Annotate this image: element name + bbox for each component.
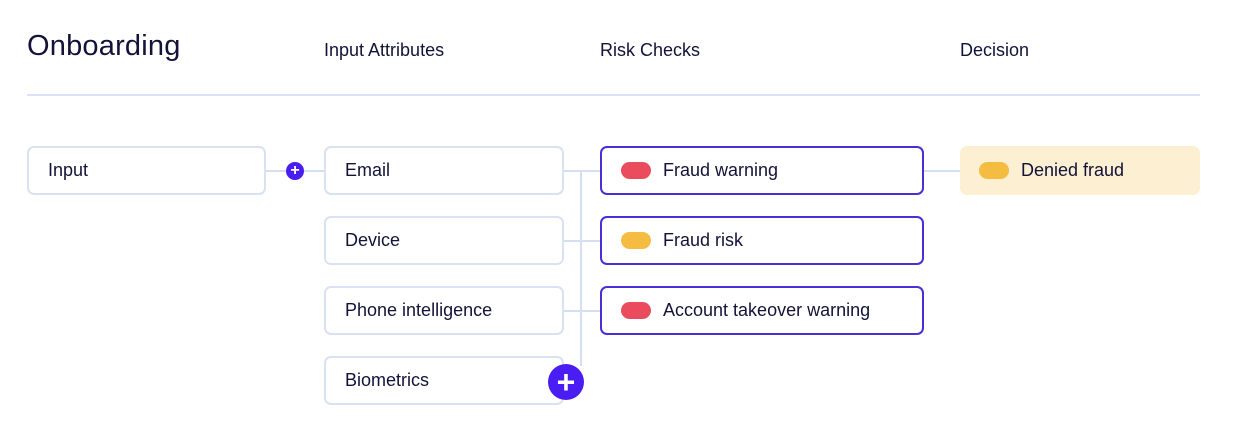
column-header-decision: Decision <box>960 40 1030 60</box>
connector-trunk-to-fraud-warning <box>580 170 601 172</box>
decision-node-denied-fraud[interactable]: Denied fraud <box>960 146 1200 195</box>
attribute-node-phone-intelligence[interactable]: Phone intelligence <box>324 286 564 335</box>
connector-plus-to-email <box>303 170 325 172</box>
risk-node-fraud-risk[interactable]: Fraud risk <box>600 216 924 265</box>
input-node-label: Input <box>48 160 89 180</box>
attribute-node-email[interactable]: Email <box>324 146 564 195</box>
red-status-pill-icon <box>621 162 651 179</box>
risk-label: Fraud risk <box>663 230 744 250</box>
page-title: Onboarding <box>27 30 181 62</box>
column-header-input-attributes: Input Attributes <box>324 40 445 60</box>
add-attribute-plus-icon[interactable]: + <box>548 364 584 400</box>
attribute-label: Device <box>345 230 401 250</box>
connector-email-to-trunk <box>563 170 581 172</box>
yellow-status-pill-icon <box>979 162 1009 179</box>
add-small-plus-icon[interactable]: + <box>286 162 304 180</box>
attribute-label: Email <box>345 160 391 180</box>
attribute-node-device[interactable]: Device <box>324 216 564 265</box>
attribute-label: Biometrics <box>345 370 430 390</box>
decision-label: Denied fraud <box>1021 160 1125 180</box>
column-header-risk-checks: Risk Checks <box>600 40 701 60</box>
connector-device-to-trunk <box>563 240 581 242</box>
risk-node-account-takeover-warning[interactable]: Account takeover warning <box>600 286 924 335</box>
risk-label: Account takeover warning <box>663 300 871 320</box>
connector-phone-to-trunk <box>563 310 581 312</box>
connector-risk-to-decision <box>923 170 961 172</box>
header-divider <box>27 94 1200 96</box>
yellow-status-pill-icon <box>621 232 651 249</box>
red-status-pill-icon <box>621 302 651 319</box>
connector-vertical-trunk <box>580 170 582 366</box>
connector-trunk-to-ato-warning <box>580 310 601 312</box>
risk-label: Fraud warning <box>663 160 779 180</box>
connector-trunk-to-fraud-risk <box>580 240 601 242</box>
attribute-node-biometrics[interactable]: Biometrics <box>324 356 564 405</box>
risk-node-fraud-warning[interactable]: Fraud warning <box>600 146 924 195</box>
connector-input-to-plus <box>265 170 287 172</box>
attribute-label: Phone intelligence <box>345 300 493 320</box>
input-node[interactable]: Input <box>27 146 266 195</box>
